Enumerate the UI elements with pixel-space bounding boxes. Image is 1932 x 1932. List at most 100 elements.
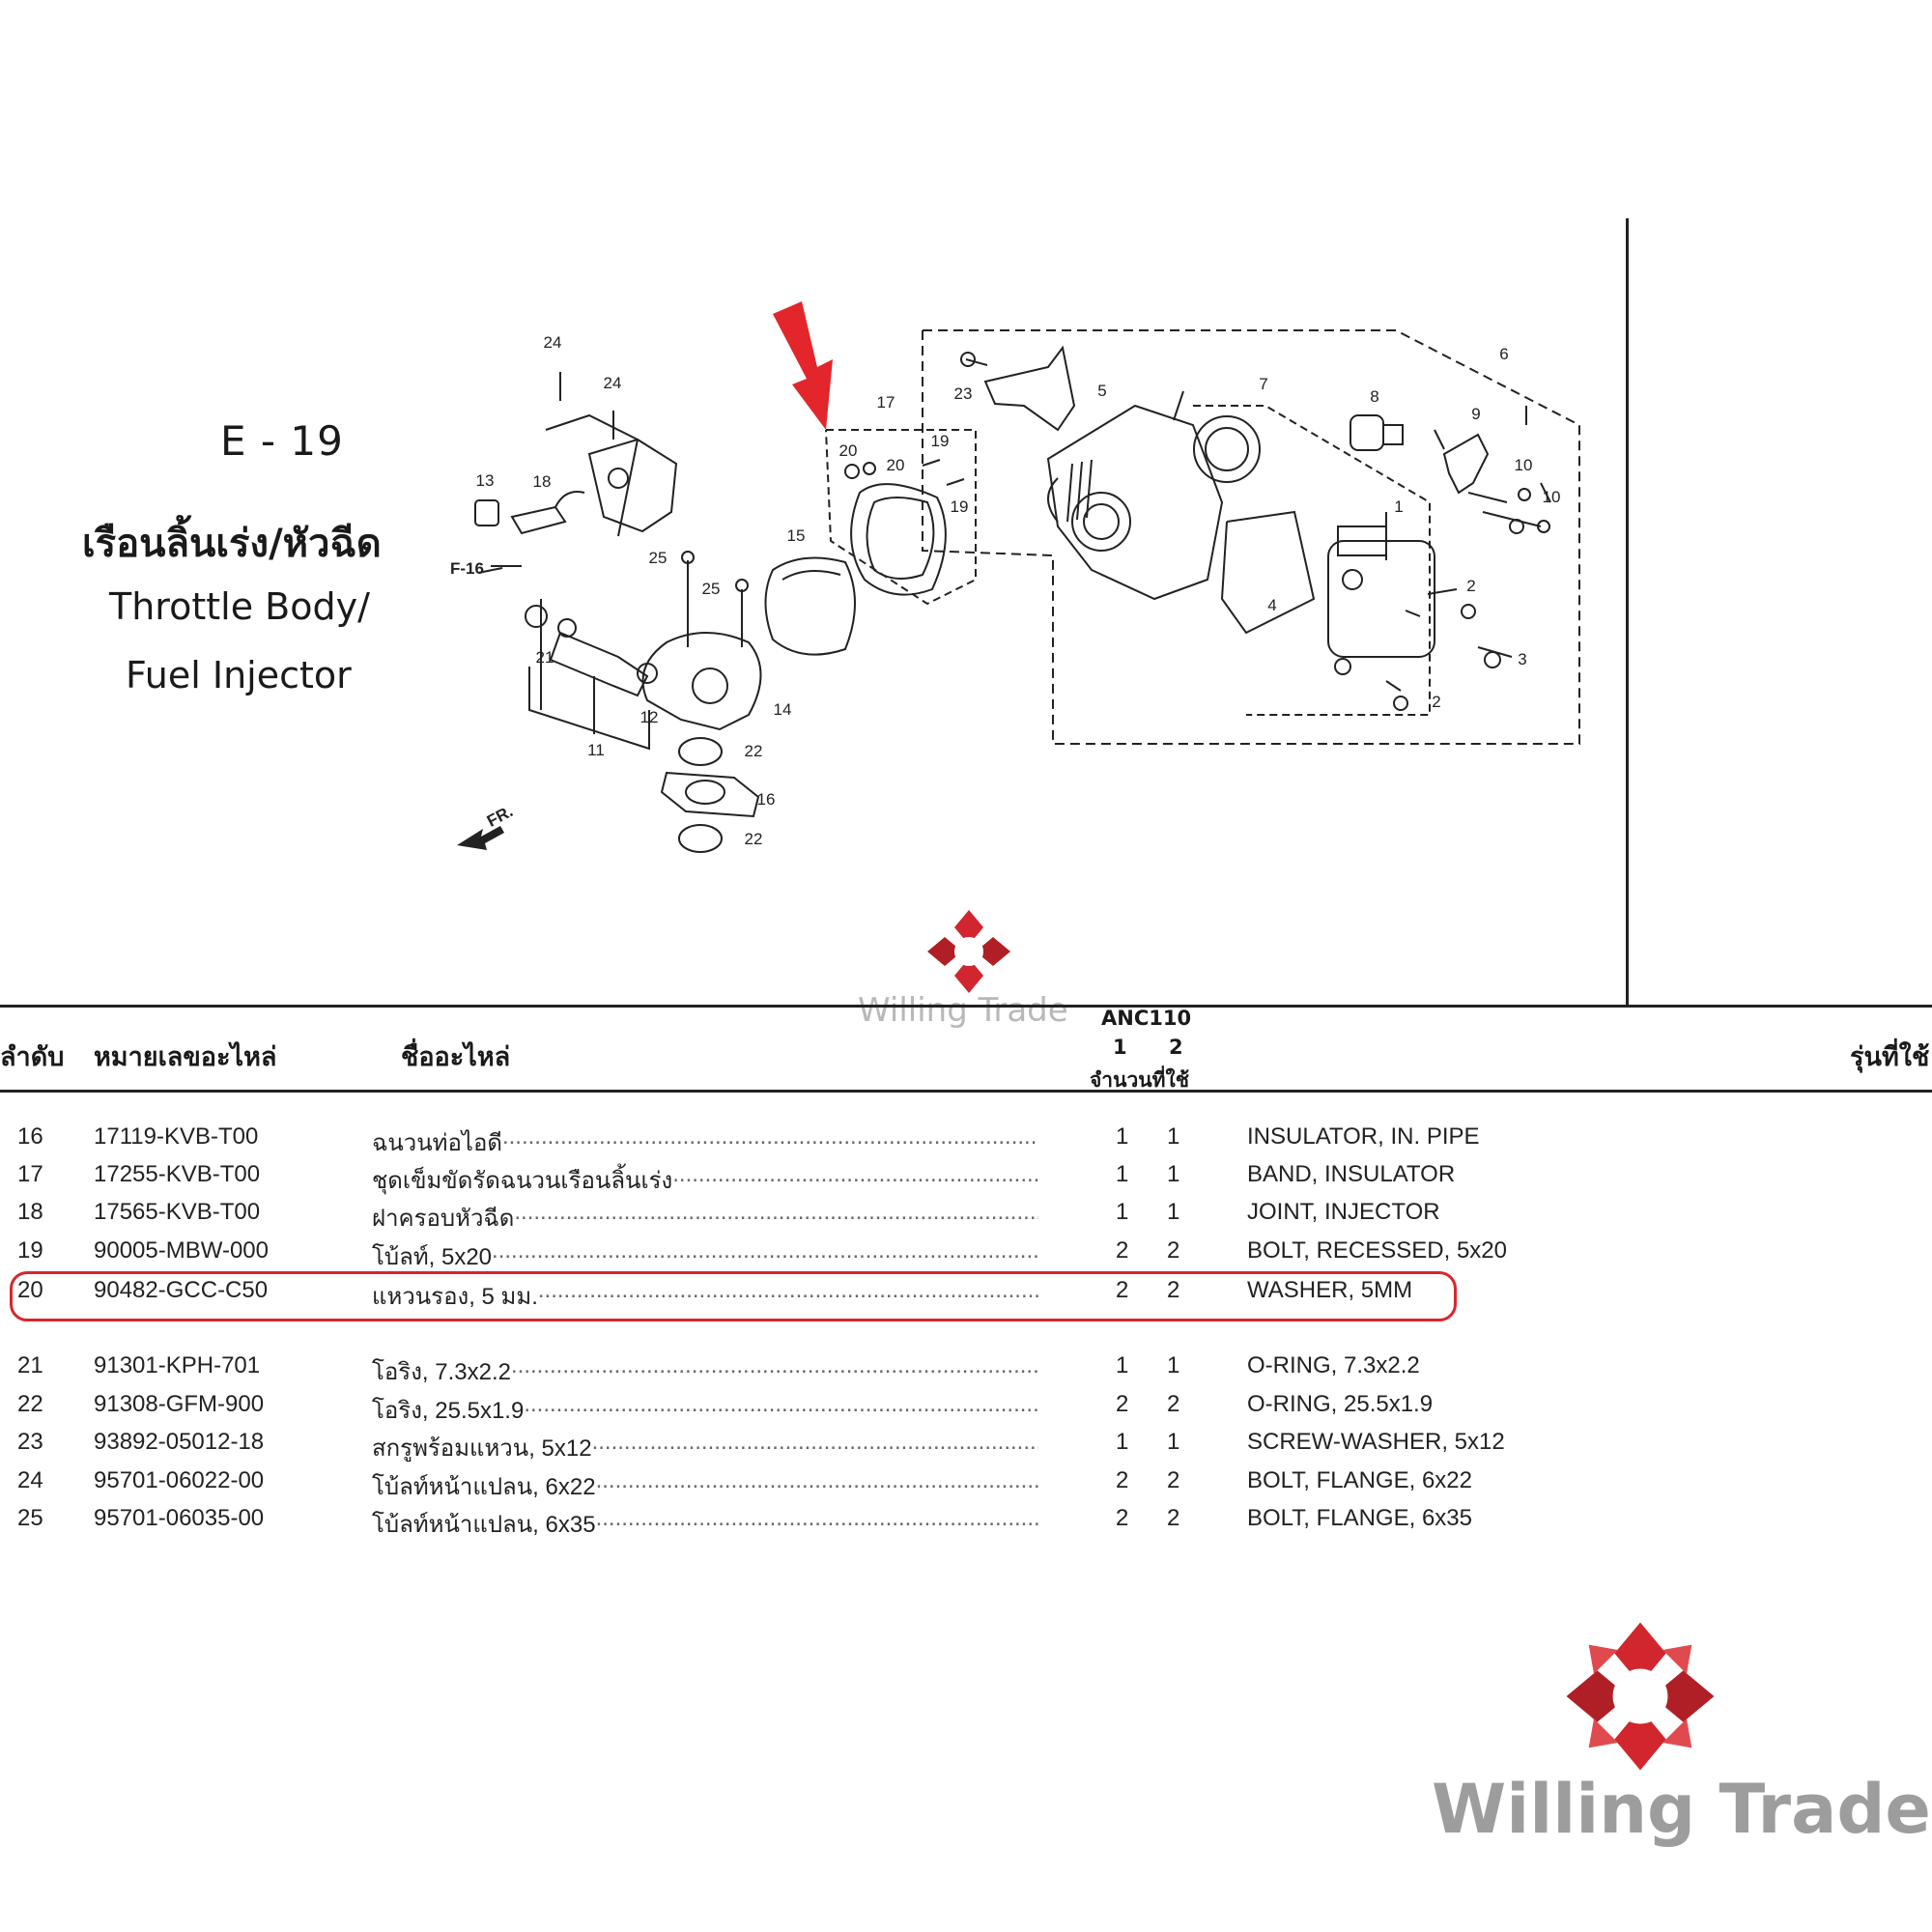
callout-6: 6 <box>1499 345 1508 363</box>
front-direction-arrow <box>457 826 504 850</box>
callout-15: 15 <box>787 526 806 545</box>
brand-logo <box>1566 1622 1715 1771</box>
row-name-en: INSULATOR, IN. PIPE <box>1247 1123 1480 1150</box>
table-row: 24 95701-06022-00 โบ้ลท์หน้าแปลน, 6x22 .… <box>17 1467 1472 1500</box>
callout-21: 21 <box>536 648 554 667</box>
table-row: 19 90005-MBW-000 โบ้ลท์, 5x20 ..........… <box>17 1237 1507 1270</box>
callout-7: 7 <box>1259 375 1267 393</box>
f16-reference-label: F-16 <box>450 559 484 578</box>
callout-20b: 20 <box>887 456 905 474</box>
row-part-no: 90482-GCC-C50 <box>94 1277 269 1303</box>
callout-11: 11 <box>587 741 605 759</box>
callout-10a: 10 <box>1515 456 1533 474</box>
row-part-no: 91301-KPH-701 <box>94 1352 261 1378</box>
row-part-no: 17119-KVB-T00 <box>94 1123 259 1150</box>
row-name-th: โบ้ลท์หน้าแปลน, 6x22 <box>372 1474 596 1500</box>
row-part-no: 95701-06035-00 <box>94 1505 265 1531</box>
table-row-highlighted: 20 90482-GCC-C50 แหวนรอง, 5 มม. ........… <box>17 1277 1413 1310</box>
callout-5: 5 <box>1097 382 1106 400</box>
row-name-th: โอริง, 7.3x2.2 <box>372 1359 511 1385</box>
row-no: 24 <box>17 1467 43 1493</box>
row-name-th: โอริง, 25.5x1.9 <box>372 1398 525 1424</box>
row-qty2: 2 <box>1167 1391 1180 1417</box>
diagram-code: E - 19 <box>220 417 344 465</box>
header-part-no: หมายเลขอะไหล่ <box>94 1042 277 1072</box>
callout-19a: 19 <box>931 432 950 450</box>
page-divider <box>1626 218 1629 1005</box>
row-qty1: 2 <box>1116 1277 1129 1303</box>
row-qty1: 1 <box>1116 1429 1129 1455</box>
row-no: 25 <box>17 1505 43 1531</box>
red-pointer-arrow <box>773 301 833 430</box>
callout-12: 12 <box>640 708 659 726</box>
title-thai: เรือนลิ้นเร่ง/หัวฉีด <box>82 522 382 566</box>
callout-23: 23 <box>954 384 973 403</box>
header-col2: 2 <box>1169 1036 1183 1059</box>
title-english-line1: Throttle Body/ <box>109 585 370 628</box>
row-part-no: 91308-GFM-900 <box>94 1391 265 1417</box>
row-qty1: 1 <box>1116 1199 1129 1225</box>
callout-25a: 25 <box>649 549 668 567</box>
row-qty2: 2 <box>1167 1277 1180 1303</box>
callout-17: 17 <box>877 393 895 412</box>
row-qty2: 1 <box>1167 1161 1180 1187</box>
row-name-en: BOLT, FLANGE, 6x22 <box>1247 1467 1472 1493</box>
row-part-no: 93892-05012-18 <box>94 1429 265 1455</box>
callout-13: 13 <box>476 471 495 490</box>
row-name-en: BOLT, FLANGE, 6x35 <box>1247 1505 1472 1531</box>
row-qty1: 2 <box>1116 1391 1129 1417</box>
callout-1: 1 <box>1394 497 1403 516</box>
row-name-en: O-RING, 7.3x2.2 <box>1247 1352 1420 1378</box>
table-row: 25 95701-06035-00 โบ้ลท์หน้าแปลน, 6x35 .… <box>17 1505 1472 1538</box>
table-row: 16 17119-KVB-T00 ฉนวนท่อไอดี ...........… <box>17 1123 1480 1156</box>
header-models-used: รุ่นที่ใช้ <box>1850 1042 1930 1072</box>
callout-24a: 24 <box>544 333 562 352</box>
header-col1: 1 <box>1113 1036 1127 1059</box>
row-qty1: 2 <box>1116 1505 1129 1531</box>
row-name-th: โบ้ลท์, 5x20 <box>372 1244 493 1270</box>
row-no: 18 <box>17 1199 43 1225</box>
row-qty2: 2 <box>1167 1237 1180 1264</box>
callout-18: 18 <box>533 472 552 491</box>
front-label: FR. <box>484 802 516 831</box>
row-no: 19 <box>17 1237 43 1264</box>
row-qty1: 1 <box>1116 1161 1129 1187</box>
row-name-th: แหวนรอง, 5 มม. <box>372 1284 538 1310</box>
row-qty1: 1 <box>1116 1123 1129 1150</box>
table-top-rule <box>0 1005 1932 1008</box>
row-no: 17 <box>17 1161 43 1187</box>
row-no: 21 <box>17 1352 43 1378</box>
table-row: 21 91301-KPH-701 โอริง, 7.3x2.2 ........… <box>17 1352 1420 1385</box>
table-row: 23 93892-05012-18 สกรูพร้อมแหวน, 5x12 ..… <box>17 1429 1505 1462</box>
callout-8: 8 <box>1370 387 1378 406</box>
callout-9: 9 <box>1471 405 1480 423</box>
row-no: 23 <box>17 1429 43 1455</box>
table-row: 18 17565-KVB-T00 ฝาครอบหัวฉีด ..........… <box>17 1199 1440 1232</box>
callout-2b: 2 <box>1432 693 1440 711</box>
callout-4: 4 <box>1267 596 1276 614</box>
row-qty1: 2 <box>1116 1467 1129 1493</box>
callout-3: 3 <box>1518 650 1526 668</box>
row-name-en: BAND, INSULATOR <box>1247 1161 1456 1187</box>
callout-2a: 2 <box>1466 577 1475 595</box>
callout-24b: 24 <box>604 374 622 392</box>
table-row: 17 17255-KVB-T00 ชุดเข็มขัดรัดฉนวนเรือนล… <box>17 1161 1456 1194</box>
row-name-en: BOLT, RECESSED, 5x20 <box>1247 1237 1507 1264</box>
row-name-th: ฝาครอบหัวฉีด <box>372 1206 515 1232</box>
highlight-box <box>10 1271 1457 1321</box>
row-qty2: 1 <box>1167 1352 1180 1378</box>
row-part-no: 17565-KVB-T00 <box>94 1199 261 1225</box>
callout-14: 14 <box>774 700 792 719</box>
row-qty2: 1 <box>1167 1429 1180 1455</box>
row-qty2: 2 <box>1167 1505 1180 1531</box>
row-name-en: O-RING, 25.5x1.9 <box>1247 1391 1434 1417</box>
callout-22a: 22 <box>745 742 763 760</box>
row-qty2: 1 <box>1167 1199 1180 1225</box>
row-name-en: SCREW-WASHER, 5x12 <box>1247 1429 1505 1455</box>
title-english-line2: Fuel Injector <box>126 654 352 696</box>
row-qty1: 1 <box>1116 1352 1129 1378</box>
row-part-no: 90005-MBW-000 <box>94 1237 269 1264</box>
row-qty2: 2 <box>1167 1467 1180 1493</box>
brand-name: Willing Trade <box>1432 1770 1931 1849</box>
row-no: 22 <box>17 1391 43 1417</box>
